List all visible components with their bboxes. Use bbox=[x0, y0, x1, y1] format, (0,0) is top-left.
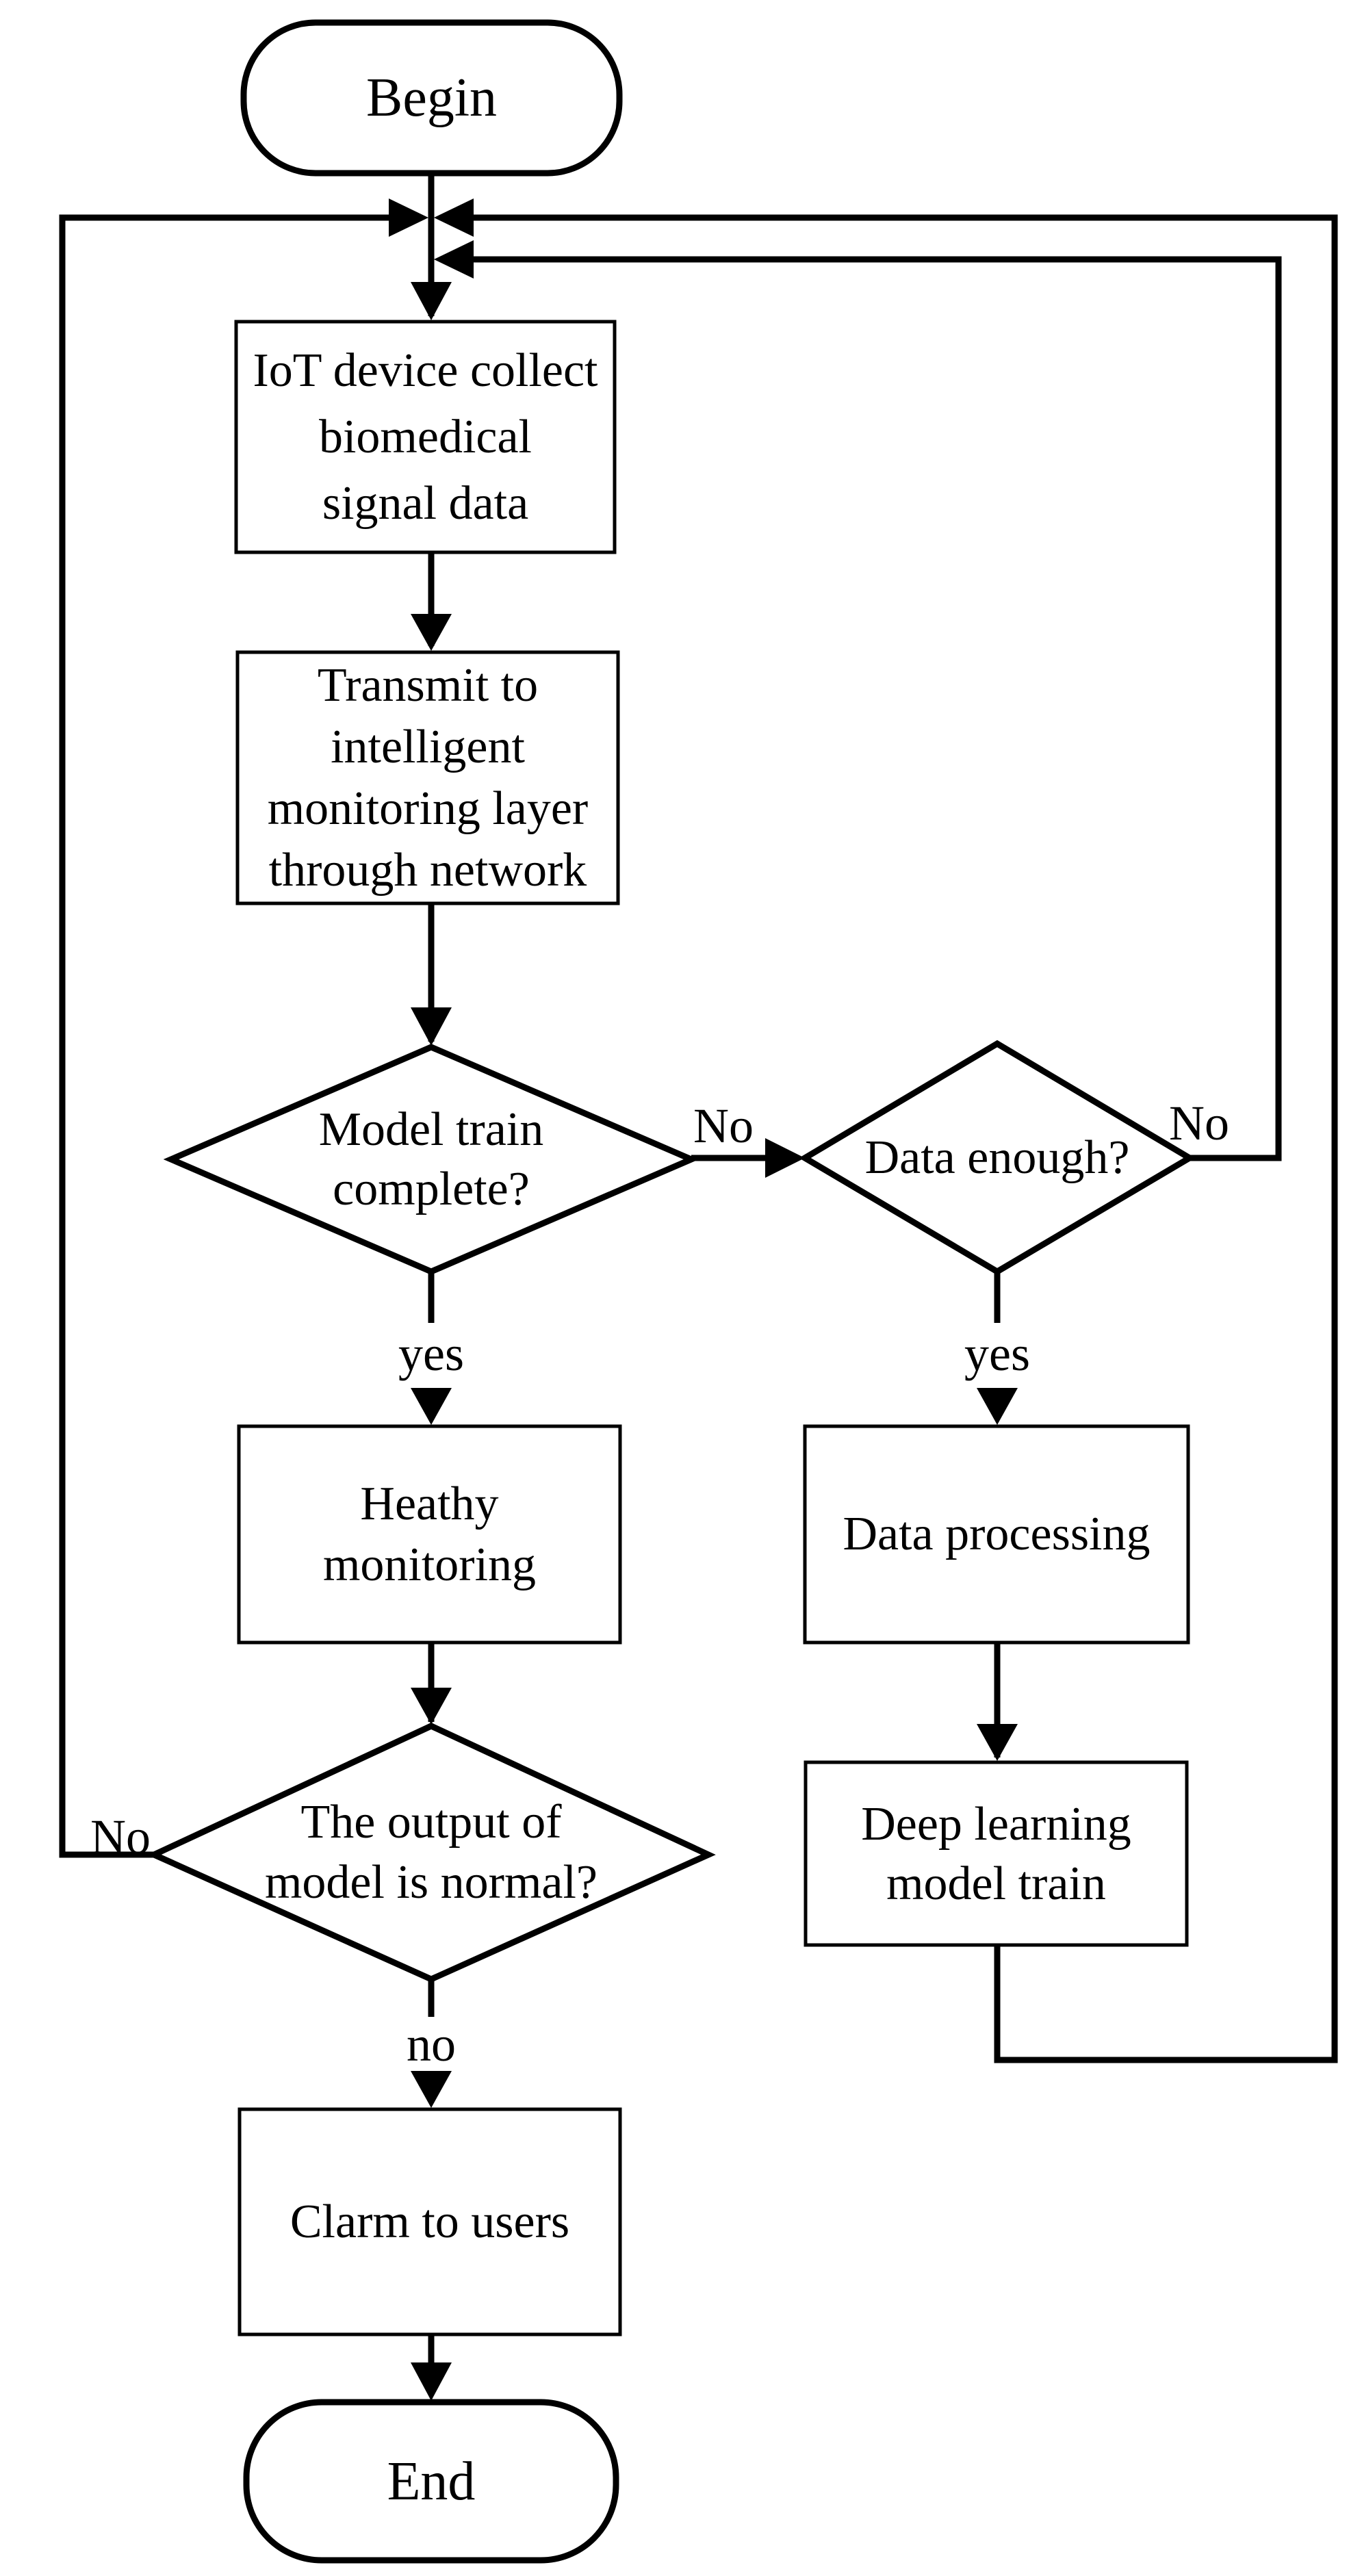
edge-data-enough-no-loop bbox=[457, 256, 1282, 1161]
collect-process-box bbox=[234, 320, 617, 554]
arrow-left-into-junction2-icon bbox=[434, 240, 474, 279]
data-enough-no-edge-label: No bbox=[1169, 1096, 1229, 1150]
data-enough-label: Data enough? bbox=[864, 1131, 1130, 1184]
data-processing-label: Data processing bbox=[843, 1508, 1151, 1560]
end-terminator bbox=[243, 2399, 619, 2564]
arrow-left-into-junction-icon bbox=[434, 198, 474, 237]
deep-learning-label: Deep learning model train bbox=[861, 1797, 1131, 1910]
edge-output-no-loop bbox=[59, 214, 405, 1858]
data-enough-decision-diamond bbox=[799, 1040, 1196, 1276]
arrow-down-into-transmit-icon bbox=[411, 614, 452, 651]
data-enough-yes-edge-label: yes bbox=[964, 1326, 1030, 1381]
healthy-monitoring-process-box bbox=[237, 1424, 622, 1645]
model-no-edge-label: No bbox=[693, 1098, 754, 1153]
edge-deep-learning-loop bbox=[457, 214, 1338, 2063]
end-label: End bbox=[387, 2451, 476, 2512]
model-train-label: Model train complete? bbox=[318, 1103, 544, 1215]
model-train-decision-diamond bbox=[163, 1044, 699, 1275]
arrow-down-into-collect-icon bbox=[411, 282, 452, 320]
arrow-down-into-deep-icon bbox=[977, 1724, 1018, 1761]
arrow-right-into-data-enough-icon bbox=[765, 1138, 805, 1178]
arrow-down-into-alarm-icon bbox=[411, 2071, 452, 2108]
begin-label: Begin bbox=[365, 68, 498, 128]
model-yes-edge-label: yes bbox=[398, 1326, 464, 1381]
arrow-down-into-end-icon bbox=[411, 2362, 452, 2401]
data-processing-process-box bbox=[803, 1424, 1190, 1645]
collect-label: IoT device collect biomedical signal dat… bbox=[253, 344, 598, 530]
output-normal-decision-diamond bbox=[146, 1723, 716, 1983]
output-down-no-edge-label: no bbox=[407, 2017, 456, 2072]
output-no-edge-label: No bbox=[90, 1809, 151, 1864]
begin-terminator bbox=[240, 19, 623, 177]
deep-learning-process-box bbox=[804, 1760, 1189, 1947]
transmit-label: Transmit to intelligent monitoring layer… bbox=[267, 658, 589, 897]
alarm-process-box bbox=[237, 2107, 622, 2336]
arrow-down-into-processing-icon bbox=[977, 1388, 1018, 1425]
healthy-monitoring-label: Heathy monitoring bbox=[322, 1478, 537, 1591]
arrow-down-into-output-icon bbox=[411, 1688, 452, 1725]
arrow-down-into-model-icon bbox=[411, 1007, 452, 1046]
arrow-down-into-healthy-icon bbox=[411, 1388, 452, 1425]
output-normal-label: The output of model is normal? bbox=[264, 1796, 598, 1909]
transmit-process-box bbox=[235, 650, 620, 905]
alarm-label: Clarm to users bbox=[290, 2195, 570, 2248]
arrow-right-into-junction-icon bbox=[389, 198, 428, 237]
